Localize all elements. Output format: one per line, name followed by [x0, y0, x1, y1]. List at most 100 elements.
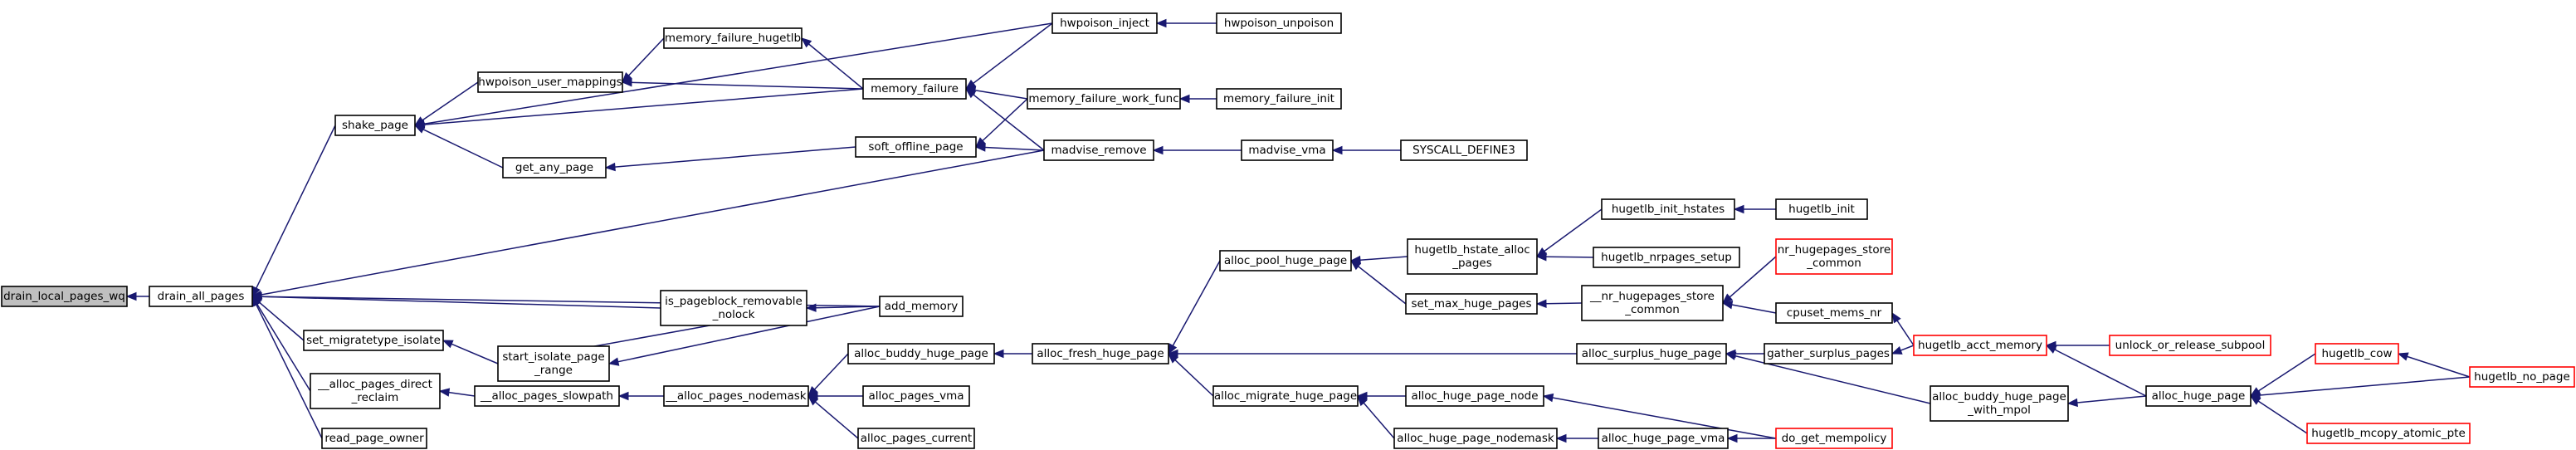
node-hugetlb-cow[interactable]: hugetlb_cow — [2315, 343, 2399, 364]
node-box — [1032, 343, 1169, 364]
arrowhead — [1155, 18, 1167, 28]
node-label: get_any_page — [515, 161, 593, 174]
node-label: SYSCALL_DEFINE3 — [1412, 144, 1515, 157]
edge-syscall-define3-to-madvise-vma — [1331, 145, 1401, 155]
node-box — [474, 385, 620, 407]
node-label: alloc_pool_huge_page — [1224, 254, 1347, 267]
node-memory-failure[interactable]: memory_failure — [862, 78, 967, 100]
node-hugetlb-init-hstates[interactable]: hugetlb_init_hstates — [1601, 198, 1735, 220]
node-cpuset-mems-nr[interactable]: cpuset_mems_nr — [1775, 302, 1893, 324]
edge-line — [451, 343, 499, 364]
node-alloc-pages-current[interactable]: alloc_pages_current — [857, 428, 975, 449]
edge-line — [627, 37, 665, 76]
node-gather-surplus-pages[interactable]: gather_surplus_pages — [1764, 343, 1893, 364]
node-hugetlb-init[interactable]: hugetlb_init — [1775, 198, 1868, 220]
node-alloc-pages-nodemask[interactable]: __alloc_pages_nodemask — [663, 385, 809, 407]
node-nr-hugepages-store-common[interactable]: __nr_hugepages_store_common — [1581, 285, 1724, 321]
node-do-get-mempolicy[interactable]: do_get_mempolicy — [1775, 428, 1893, 449]
arrowhead — [1726, 433, 1738, 443]
node-hugetlb-hstate-alloc-pages[interactable]: hugetlb_hstate_alloc_pages — [1407, 238, 1538, 275]
edge-line — [1552, 397, 1777, 439]
node-alloc-huge-page-vma[interactable]: alloc_huge_page_vma — [1598, 428, 1729, 449]
node-madvise-vma[interactable]: madvise_vma — [1241, 139, 1334, 161]
node-label: _common — [1624, 303, 1680, 316]
node-is-pageblock-removable-nolock[interactable]: is_pageblock_removable_nolock — [660, 290, 807, 326]
edge-line — [974, 90, 1028, 100]
edge-is-pageblock-removable-nolock-to-drain-all-pages — [251, 292, 661, 309]
node-add-memory[interactable]: add_memory — [879, 296, 964, 317]
node-get-any-page[interactable]: get_any_page — [502, 157, 607, 179]
node-alloc-surplus-huge-page[interactable]: alloc_surplus_huge_page — [1576, 343, 1727, 364]
node-hugetlb-acct-memory[interactable]: hugetlb_acct_memory — [1913, 335, 2047, 356]
edge-hwpoison-unpoison-to-hwpoison-inject — [1155, 18, 1217, 28]
node-alloc-buddy-huge-page[interactable]: alloc_buddy_huge_page — [847, 343, 995, 364]
arrowhead — [1535, 252, 1547, 262]
node-label: alloc_buddy_huge_page — [1932, 390, 2066, 404]
node-drain-all-pages[interactable]: drain_all_pages — [149, 286, 253, 307]
edge-get-any-page-to-shake-page — [413, 125, 504, 169]
edge-set-max-huge-pages-to-alloc-pool-huge-page — [1349, 260, 1407, 305]
node-hwpoison-unpoison[interactable]: hwpoison_unpoison — [1216, 12, 1342, 34]
edge-memory-failure-to-hwpoison-user-mappings — [621, 78, 864, 90]
node-alloc-pages-slowpath[interactable]: __alloc_pages_slowpath — [474, 385, 620, 407]
node-alloc-pages-direct-reclaim[interactable]: __alloc_pages_direct_reclaim — [310, 373, 441, 409]
node-hwpoison-inject[interactable]: hwpoison_inject — [1051, 12, 1158, 34]
node-alloc-huge-page-node[interactable]: alloc_huge_page_node — [1405, 385, 1544, 407]
node-label: alloc_migrate_huge_page — [1214, 389, 1357, 403]
edge-line — [808, 43, 864, 90]
node-label: _common — [1806, 257, 1861, 270]
edge-memory-failure-init-to-memory-failure-work-func — [1178, 94, 1217, 104]
arrowhead — [621, 78, 632, 87]
node-shake-page[interactable]: shake_page — [334, 115, 416, 136]
node-alloc-buddy-huge-page-with-mpol[interactable]: alloc_buddy_huge_page_with_mpol — [1930, 385, 2069, 422]
node-alloc-migrate-huge-page[interactable]: alloc_migrate_huge_page — [1212, 385, 1359, 407]
node-alloc-fresh-huge-page[interactable]: alloc_fresh_huge_page — [1032, 343, 1169, 364]
node-alloc-pages-vma[interactable]: alloc_pages_vma — [862, 385, 970, 407]
node-hugetlb-no-page[interactable]: hugetlb_no_page — [2469, 366, 2575, 388]
node-soft-offline-page[interactable]: soft_offline_page — [855, 136, 977, 158]
edge-line — [815, 306, 881, 309]
node-memory-failure-init[interactable]: memory_failure_init — [1216, 88, 1342, 110]
arrowhead — [2066, 398, 2078, 408]
node-nr-hugepages-store-common[interactable]: nr_hugepages_store_common — [1775, 238, 1893, 275]
node-box — [2145, 385, 2252, 407]
edge-line — [423, 88, 864, 125]
node-hwpoison-user-mappings[interactable]: hwpoison_user_mappings — [477, 71, 623, 93]
node-set-max-huge-pages[interactable]: set_max_huge_pages — [1405, 293, 1538, 315]
edge-line — [1359, 256, 1408, 261]
node-syscall-define3[interactable]: SYSCALL_DEFINE3 — [1400, 139, 1528, 161]
edge-line — [982, 98, 1028, 142]
arrowhead — [805, 303, 817, 312]
node-box — [303, 330, 444, 351]
node-alloc-huge-page-nodemask[interactable]: alloc_huge_page_nodemask — [1393, 428, 1558, 449]
node-box — [862, 385, 970, 407]
nodes-layer: drain_local_pages_wq drain_all_pages shake… — [1, 12, 2575, 449]
arrowhead — [2397, 352, 2409, 361]
node-box — [2306, 423, 2471, 444]
node-label: alloc_surplus_huge_page — [1582, 347, 1721, 360]
node-unlock-or-release-subpool[interactable]: unlock_or_release_subpool — [2109, 335, 2271, 356]
arrowhead — [1891, 346, 1903, 355]
node-memory-failure-work-func[interactable]: memory_failure_work_func — [1027, 88, 1181, 110]
arrowhead — [1167, 349, 1178, 359]
node-alloc-huge-page[interactable]: alloc_huge_page — [2145, 385, 2252, 407]
node-read-page-owner[interactable]: read_page_owner — [321, 428, 427, 449]
node-label: gather_surplus_pages — [1767, 347, 1890, 360]
node-start-isolate-page-range[interactable]: start_isolate_page_range — [497, 345, 610, 382]
edge-line — [973, 22, 1053, 84]
node-set-migratetype-isolate[interactable]: set_migratetype_isolate — [303, 330, 444, 351]
node-hugetlb-mcopy-atomic-pte[interactable]: hugetlb_mcopy_atomic_pte — [2306, 423, 2471, 444]
node-madvise-remove[interactable]: madvise_remove — [1043, 139, 1154, 161]
arrowhead — [617, 391, 629, 401]
node-box — [862, 78, 967, 100]
arrowhead — [604, 162, 616, 172]
node-box — [879, 296, 964, 317]
edge-line — [1731, 304, 1777, 314]
arrowhead — [607, 357, 620, 366]
node-drain-local-pages-wq[interactable]: drain_local_pages_wq — [1, 286, 128, 307]
node-alloc-pool-huge-page[interactable]: alloc_pool_huge_page — [1219, 250, 1352, 271]
node-memory-failure-hugetlb[interactable]: memory_failure_hugetlb — [663, 27, 803, 49]
node-label: alloc_huge_page_nodemask — [1397, 432, 1554, 445]
arrowhead — [125, 291, 137, 301]
node-hugetlb-nrpages-setup[interactable]: hugetlb_nrpages_setup — [1593, 247, 1740, 268]
